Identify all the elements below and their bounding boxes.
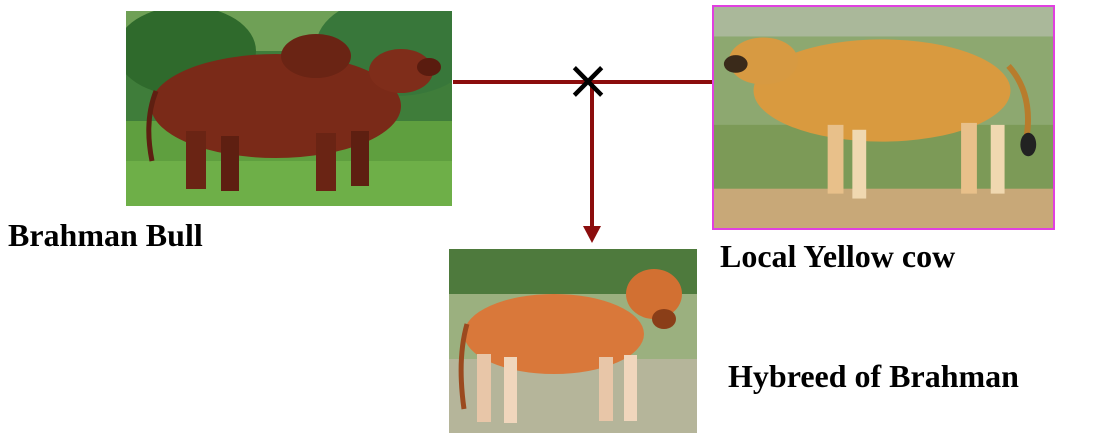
local-yellow-cow-photo <box>712 5 1055 230</box>
brahman-bull-image <box>126 11 452 206</box>
brahman-bull-photo <box>126 11 452 206</box>
cross-symbol: × <box>565 49 610 112</box>
hybrid-label: Hybreed of Brahman <box>728 358 1019 394</box>
hybrid-offspring-photo <box>449 249 697 433</box>
local-yellow-cow-label: Local Yellow cow <box>720 238 956 274</box>
arrow-down-icon <box>583 226 601 243</box>
brahman-bull-label: Brahman Bull <box>8 217 203 253</box>
hybrid-offspring-image <box>449 249 697 433</box>
local-yellow-cow-image <box>714 7 1053 228</box>
